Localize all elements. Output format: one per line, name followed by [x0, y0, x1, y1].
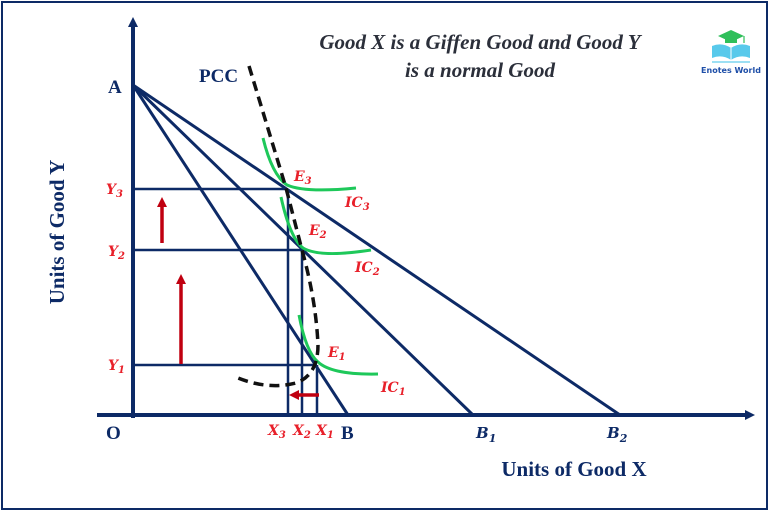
y-guides: [133, 187, 317, 367]
pcc-curve: [237, 65, 320, 388]
y3-label: Y3: [106, 182, 123, 200]
origin-label: O: [106, 423, 121, 444]
svg-text:B2: B2: [606, 424, 628, 445]
x2-label: X2: [292, 423, 311, 441]
point-b-label: B: [341, 423, 354, 444]
y-axis-label: Units of Good Y: [45, 160, 69, 305]
y1-label: Y1: [108, 358, 125, 376]
ic1-label: IC1: [380, 380, 406, 398]
pcc-label: PCC: [199, 66, 238, 87]
ic2-label: IC2: [354, 260, 380, 278]
ic2-curve: [279, 196, 372, 256]
point-b1-label: B1: [475, 424, 496, 445]
ic3-curve: [261, 137, 357, 192]
title-line-2: is a normal Good: [405, 58, 555, 82]
x3-label: X3: [267, 423, 286, 441]
title-line-1: Good X is a Giffen Good and Good Y: [319, 30, 642, 54]
point-a-label: A: [108, 77, 122, 98]
point-b2-label: B2: [606, 424, 628, 445]
ic1-curve: [297, 314, 379, 376]
x-axis-label: Units of Good X: [501, 457, 646, 481]
logo: Enotes World: [701, 30, 761, 75]
y2-label: Y2: [108, 244, 125, 262]
svg-text:B1: B1: [475, 424, 496, 445]
logo-text: Enotes World: [701, 66, 761, 75]
e2-label: E2: [308, 223, 327, 241]
e3-label: E3: [293, 169, 312, 187]
x1-label: X1: [315, 423, 334, 441]
book-graduation-cap-icon: [712, 30, 750, 63]
indifference-curves: [261, 137, 379, 376]
budget-line-ab2: [132, 83, 621, 417]
e1-label: E1: [327, 345, 346, 363]
ic3-label: IC3: [344, 195, 370, 213]
